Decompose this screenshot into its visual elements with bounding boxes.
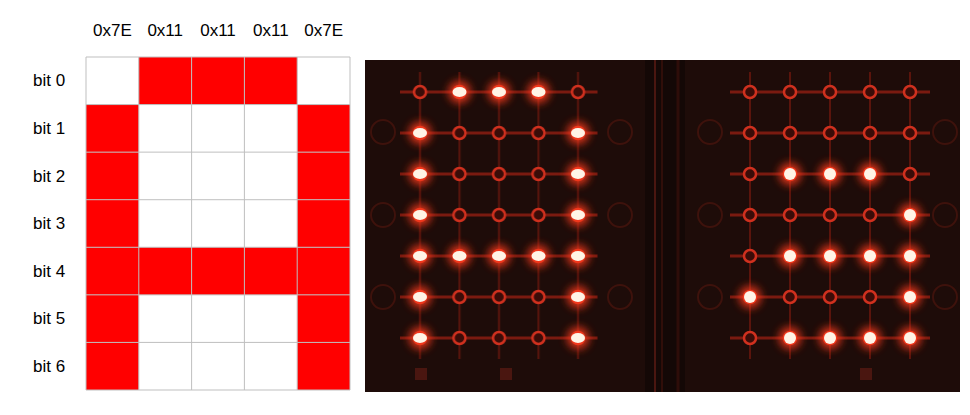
led-photo xyxy=(365,60,960,392)
row-bit-label: bit 6 xyxy=(33,358,65,375)
column-byte-value: 0x11 xyxy=(253,22,289,39)
row-bit-label: bit 0 xyxy=(33,72,65,89)
row-bit-label: bit 1 xyxy=(33,120,65,137)
row-bit-label: bit 5 xyxy=(33,310,65,327)
bit-grid xyxy=(86,57,350,390)
column-byte-value: 0x7E xyxy=(93,22,132,39)
column-byte-value: 0x11 xyxy=(147,22,183,39)
row-bit-label: bit 3 xyxy=(33,215,65,232)
row-bit-label: bit 2 xyxy=(33,168,65,185)
column-byte-value: 0x11 xyxy=(200,22,236,39)
row-bit-label: bit 4 xyxy=(33,263,65,280)
column-byte-value: 0x7E xyxy=(304,22,343,39)
